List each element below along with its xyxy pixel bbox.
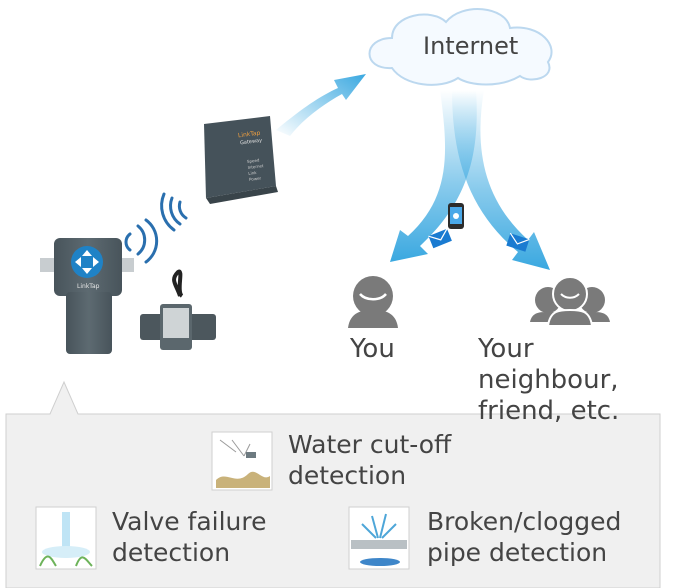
water-cutoff-thumbnail [211, 431, 273, 491]
valve-failure-text: Valve failure detection [112, 506, 267, 568]
others-label-line2: friend, etc. [478, 396, 620, 426]
valve-failure-thumbnail [35, 506, 97, 570]
upload-arrow [276, 74, 366, 136]
valve-device [40, 238, 134, 354]
notification-arrows [390, 90, 550, 270]
you-label: You [350, 334, 395, 364]
gateway-led-labels: Speed Internet Link Power [247, 157, 266, 183]
broken-pipe-line2: pipe detection [427, 538, 608, 567]
others-label: Your neighbour, friend, etc. [478, 334, 679, 427]
internet-cloud [368, 8, 553, 86]
features-panel [5, 380, 661, 588]
envelope-icon-left [428, 228, 452, 249]
water-cutoff-line2: detection [288, 461, 407, 490]
broken-pipe-text: Broken/clogged pipe detection [427, 506, 621, 568]
group-icon [530, 276, 610, 327]
valve-brand: LinkTap [77, 283, 100, 290]
envelope-icon-right [506, 232, 530, 252]
gateway-device [204, 116, 278, 204]
valve-failure-line2: detection [112, 538, 231, 567]
water-cutoff-text: Water cut-off detection [288, 429, 451, 491]
broken-pipe-thumbnail [348, 506, 410, 570]
person-icon [348, 276, 398, 328]
flow-sensor [140, 269, 216, 350]
wifi-waves-valve [124, 218, 159, 264]
water-cutoff-line1: Water cut-off [288, 430, 452, 459]
internet-label: Internet [423, 32, 519, 60]
valve-failure-line1: Valve failure [112, 507, 267, 536]
broken-pipe-line1: Broken/clogged [427, 507, 622, 536]
smartphone-icon [448, 203, 464, 229]
wifi-waves-gateway [160, 192, 188, 232]
others-label-line1: Your neighbour, [478, 334, 619, 395]
